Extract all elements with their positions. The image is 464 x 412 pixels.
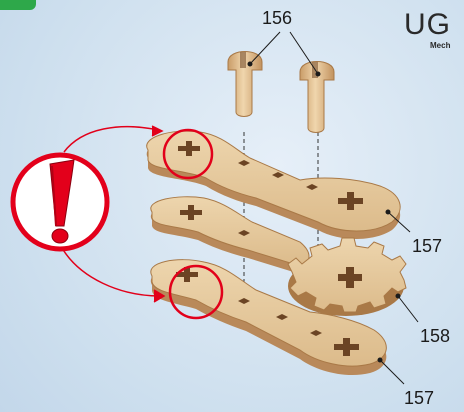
callout-label-gear: 158 xyxy=(420,326,450,347)
callout-label-bottom-arm: 157 xyxy=(404,388,434,409)
brand-logo: UG xyxy=(404,8,451,42)
brand-subtitle: Mech xyxy=(430,41,450,50)
exclamation-warning-icon xyxy=(13,155,107,249)
callout-label-pin: 156 xyxy=(262,8,292,29)
pin-part-left xyxy=(228,52,262,117)
callout-label-top-arm: 157 xyxy=(412,236,442,257)
